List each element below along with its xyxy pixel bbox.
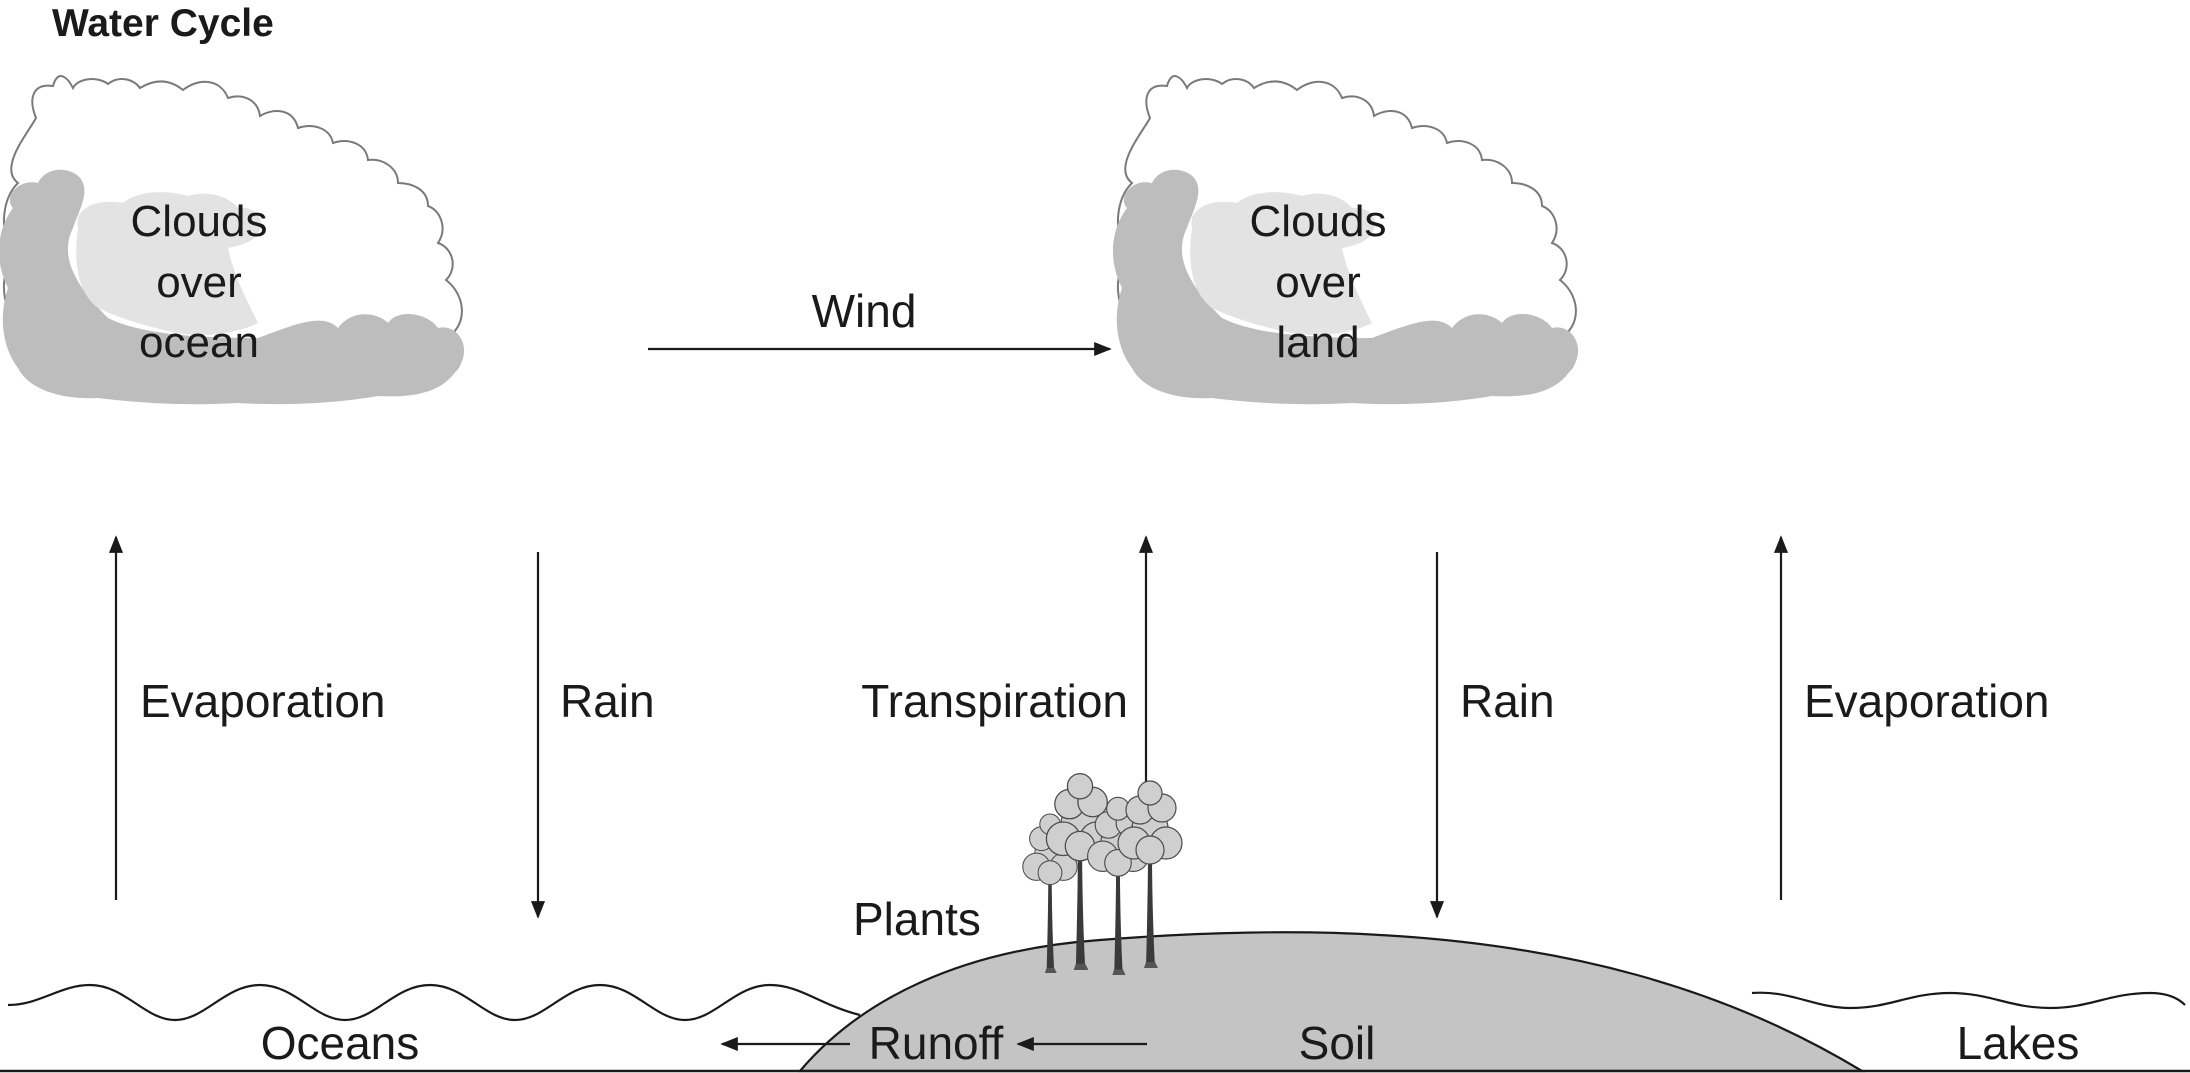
ocean-waves — [7, 983, 861, 1022]
transpiration-label: Transpiration — [861, 675, 1128, 727]
evaporation-label-right: Evaporation — [1804, 675, 2050, 727]
land-cloud-label-line3: land — [1276, 318, 1359, 367]
lakes-label: Lakes — [1957, 1017, 2080, 1069]
wind-label: Wind — [812, 285, 917, 337]
diagram-title: Water Cycle — [52, 2, 274, 45]
oceans-label: Oceans — [261, 1017, 420, 1069]
rain-label-right: Rain — [1460, 675, 1555, 727]
plants-label: Plants — [853, 893, 981, 945]
rain-label-left: Rain — [560, 675, 655, 727]
ocean-cloud-label-line2: over — [156, 258, 242, 307]
land-cloud-label-line2: over — [1275, 258, 1361, 307]
land-cloud-label-line1: Clouds — [1250, 197, 1387, 246]
ocean-cloud-label-line3: ocean — [139, 318, 259, 367]
lake-waves — [1751, 991, 2186, 1010]
ocean-cloud-label-line1: Clouds — [131, 197, 268, 246]
soil-hill — [797, 931, 1866, 1073]
soil-label: Soil — [1299, 1017, 1376, 1069]
runoff-label: Runoff — [869, 1017, 1004, 1069]
evaporation-label-left: Evaporation — [140, 675, 386, 727]
